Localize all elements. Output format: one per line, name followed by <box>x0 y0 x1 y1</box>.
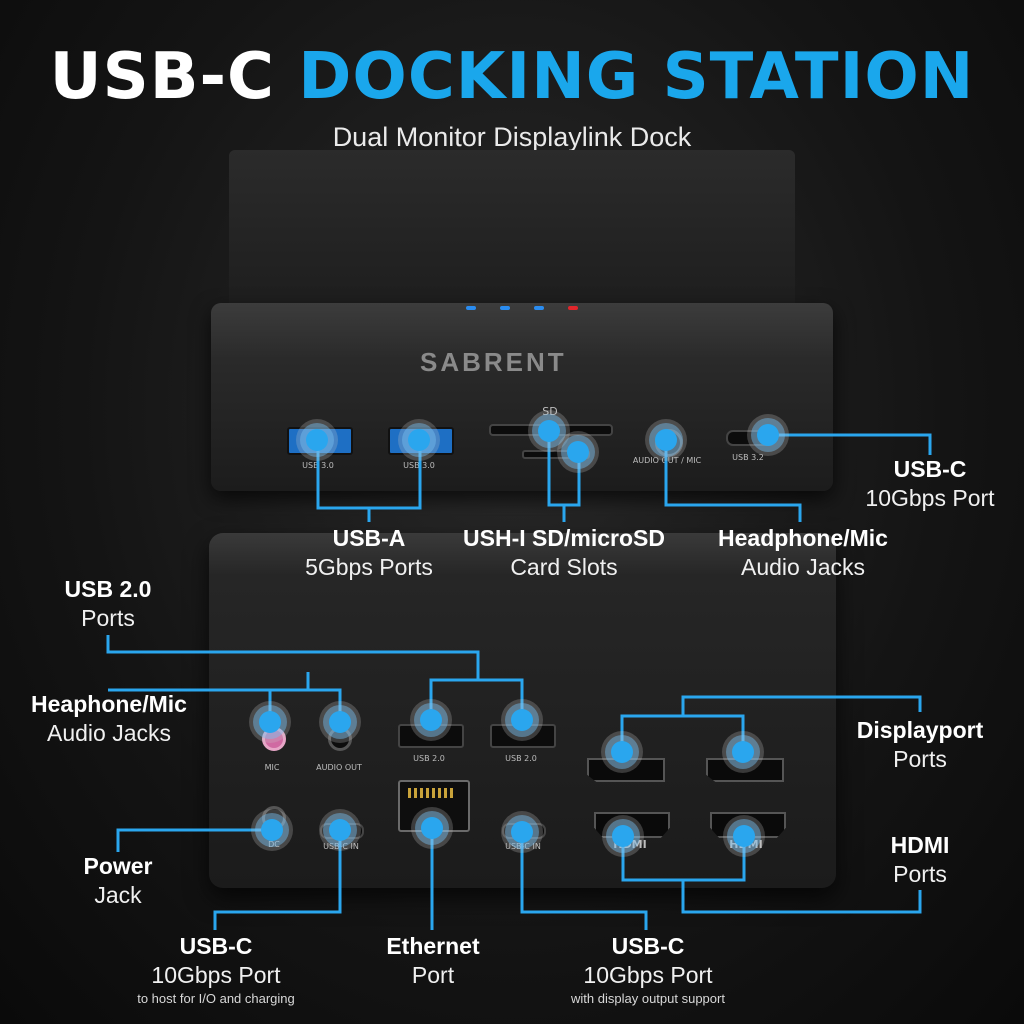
callout-desc: Audio Jacks <box>740 554 865 580</box>
status-led <box>568 306 578 310</box>
dock-top-front-panel <box>211 303 833 491</box>
callout-title: HDMI <box>890 832 950 858</box>
callout-usbc-top: USB-C 10Gbps Port <box>840 455 1020 513</box>
callout-desc: Port <box>411 962 455 988</box>
callout-title: Heaphone/Mic <box>31 691 187 717</box>
callout-dot <box>511 821 533 843</box>
callout-desc: Ports <box>893 746 947 772</box>
callout-note: to host for I/O and charging <box>137 991 295 1006</box>
callout-title: Displayport <box>856 717 984 743</box>
callout-desc: Card Slots <box>510 554 618 580</box>
callout-desc: Audio Jacks <box>46 720 171 746</box>
callout-dot <box>259 711 281 733</box>
callout-displayport: Displayport Ports <box>840 716 1000 774</box>
status-led <box>500 306 510 310</box>
title-part1: USB-C <box>49 40 276 114</box>
callout-desc: 10Gbps Port <box>151 962 281 988</box>
page-subtitle: Dual Monitor Displaylink Dock <box>332 122 692 152</box>
microsd-slot <box>522 450 590 459</box>
displayport-port <box>587 758 665 782</box>
port-label: AUDIO OUT <box>316 763 362 772</box>
callout-desc: Ports <box>81 605 135 631</box>
callout-desc: 10Gbps Port <box>865 485 995 511</box>
callout-usba: USB-A 5Gbps Ports <box>279 524 459 582</box>
callout-title: USB-C <box>179 933 253 959</box>
callout-dot <box>732 741 754 763</box>
callout-dot <box>511 709 533 731</box>
callout-power: Power Jack <box>58 852 178 910</box>
callout-title: USB-A <box>332 525 406 551</box>
callout-dot <box>261 819 283 841</box>
callout-desc: Ports <box>893 861 947 887</box>
callout-dot <box>655 429 677 451</box>
callout-desc: 5Gbps Ports <box>305 554 433 580</box>
port-label: SD <box>542 405 558 418</box>
callout-dot <box>538 420 560 442</box>
callout-title: Ethernet <box>386 933 480 959</box>
callout-title: USB-C <box>611 933 685 959</box>
dock-top-lid <box>229 150 795 320</box>
port-label: USB 2.0 <box>505 754 537 763</box>
port-label: USB 2.0 <box>413 754 445 763</box>
callout-headphone-top: Headphone/Mic Audio Jacks <box>700 524 906 582</box>
status-led <box>534 306 544 310</box>
port-label: DC <box>268 840 280 849</box>
callout-title: USH-I SD/microSD <box>463 525 665 551</box>
port-label: MIC <box>264 763 280 772</box>
callout-dot <box>612 825 634 847</box>
brand-logo: SABRENT <box>420 347 567 377</box>
callout-headphone-rear: Heaphone/Mic Audio Jacks <box>14 690 204 748</box>
callout-title: Headphone/Mic <box>718 525 888 551</box>
callout-dot <box>611 741 633 763</box>
callout-dot <box>329 819 351 841</box>
callout-dot <box>408 429 430 451</box>
title-part2: DOCKING STATION <box>298 40 975 114</box>
rj45-pins <box>408 788 456 798</box>
callout-title: USB 2.0 <box>64 576 152 602</box>
port-label: USB 3.2 <box>732 453 764 462</box>
callout-dot <box>421 817 443 839</box>
status-led <box>466 306 476 310</box>
callout-usbc-display: USB-C 10Gbps Port with display output su… <box>538 932 758 1008</box>
callout-usbc-host: USB-C 10Gbps Port to host for I/O and ch… <box>116 932 316 1008</box>
callout-dot <box>306 429 328 451</box>
callout-dot <box>567 441 589 463</box>
callout-sd: USH-I SD/microSD Card Slots <box>449 524 679 582</box>
callout-usb2: USB 2.0 Ports <box>38 575 178 633</box>
callout-hdmi: HDMI Ports <box>860 831 980 889</box>
callout-note: with display output support <box>571 991 725 1006</box>
callout-title: Power <box>83 853 153 879</box>
callout-desc: 10Gbps Port <box>583 962 713 988</box>
callout-title: USB-C <box>893 456 967 482</box>
callout-ethernet: Ethernet Port <box>363 932 503 990</box>
callout-desc: Jack <box>94 882 142 908</box>
callout-dot <box>329 711 351 733</box>
callout-dot <box>420 709 442 731</box>
page-title: USB-C DOCKING STATION <box>0 40 1024 114</box>
callout-dot <box>733 825 755 847</box>
callout-dot <box>757 424 779 446</box>
